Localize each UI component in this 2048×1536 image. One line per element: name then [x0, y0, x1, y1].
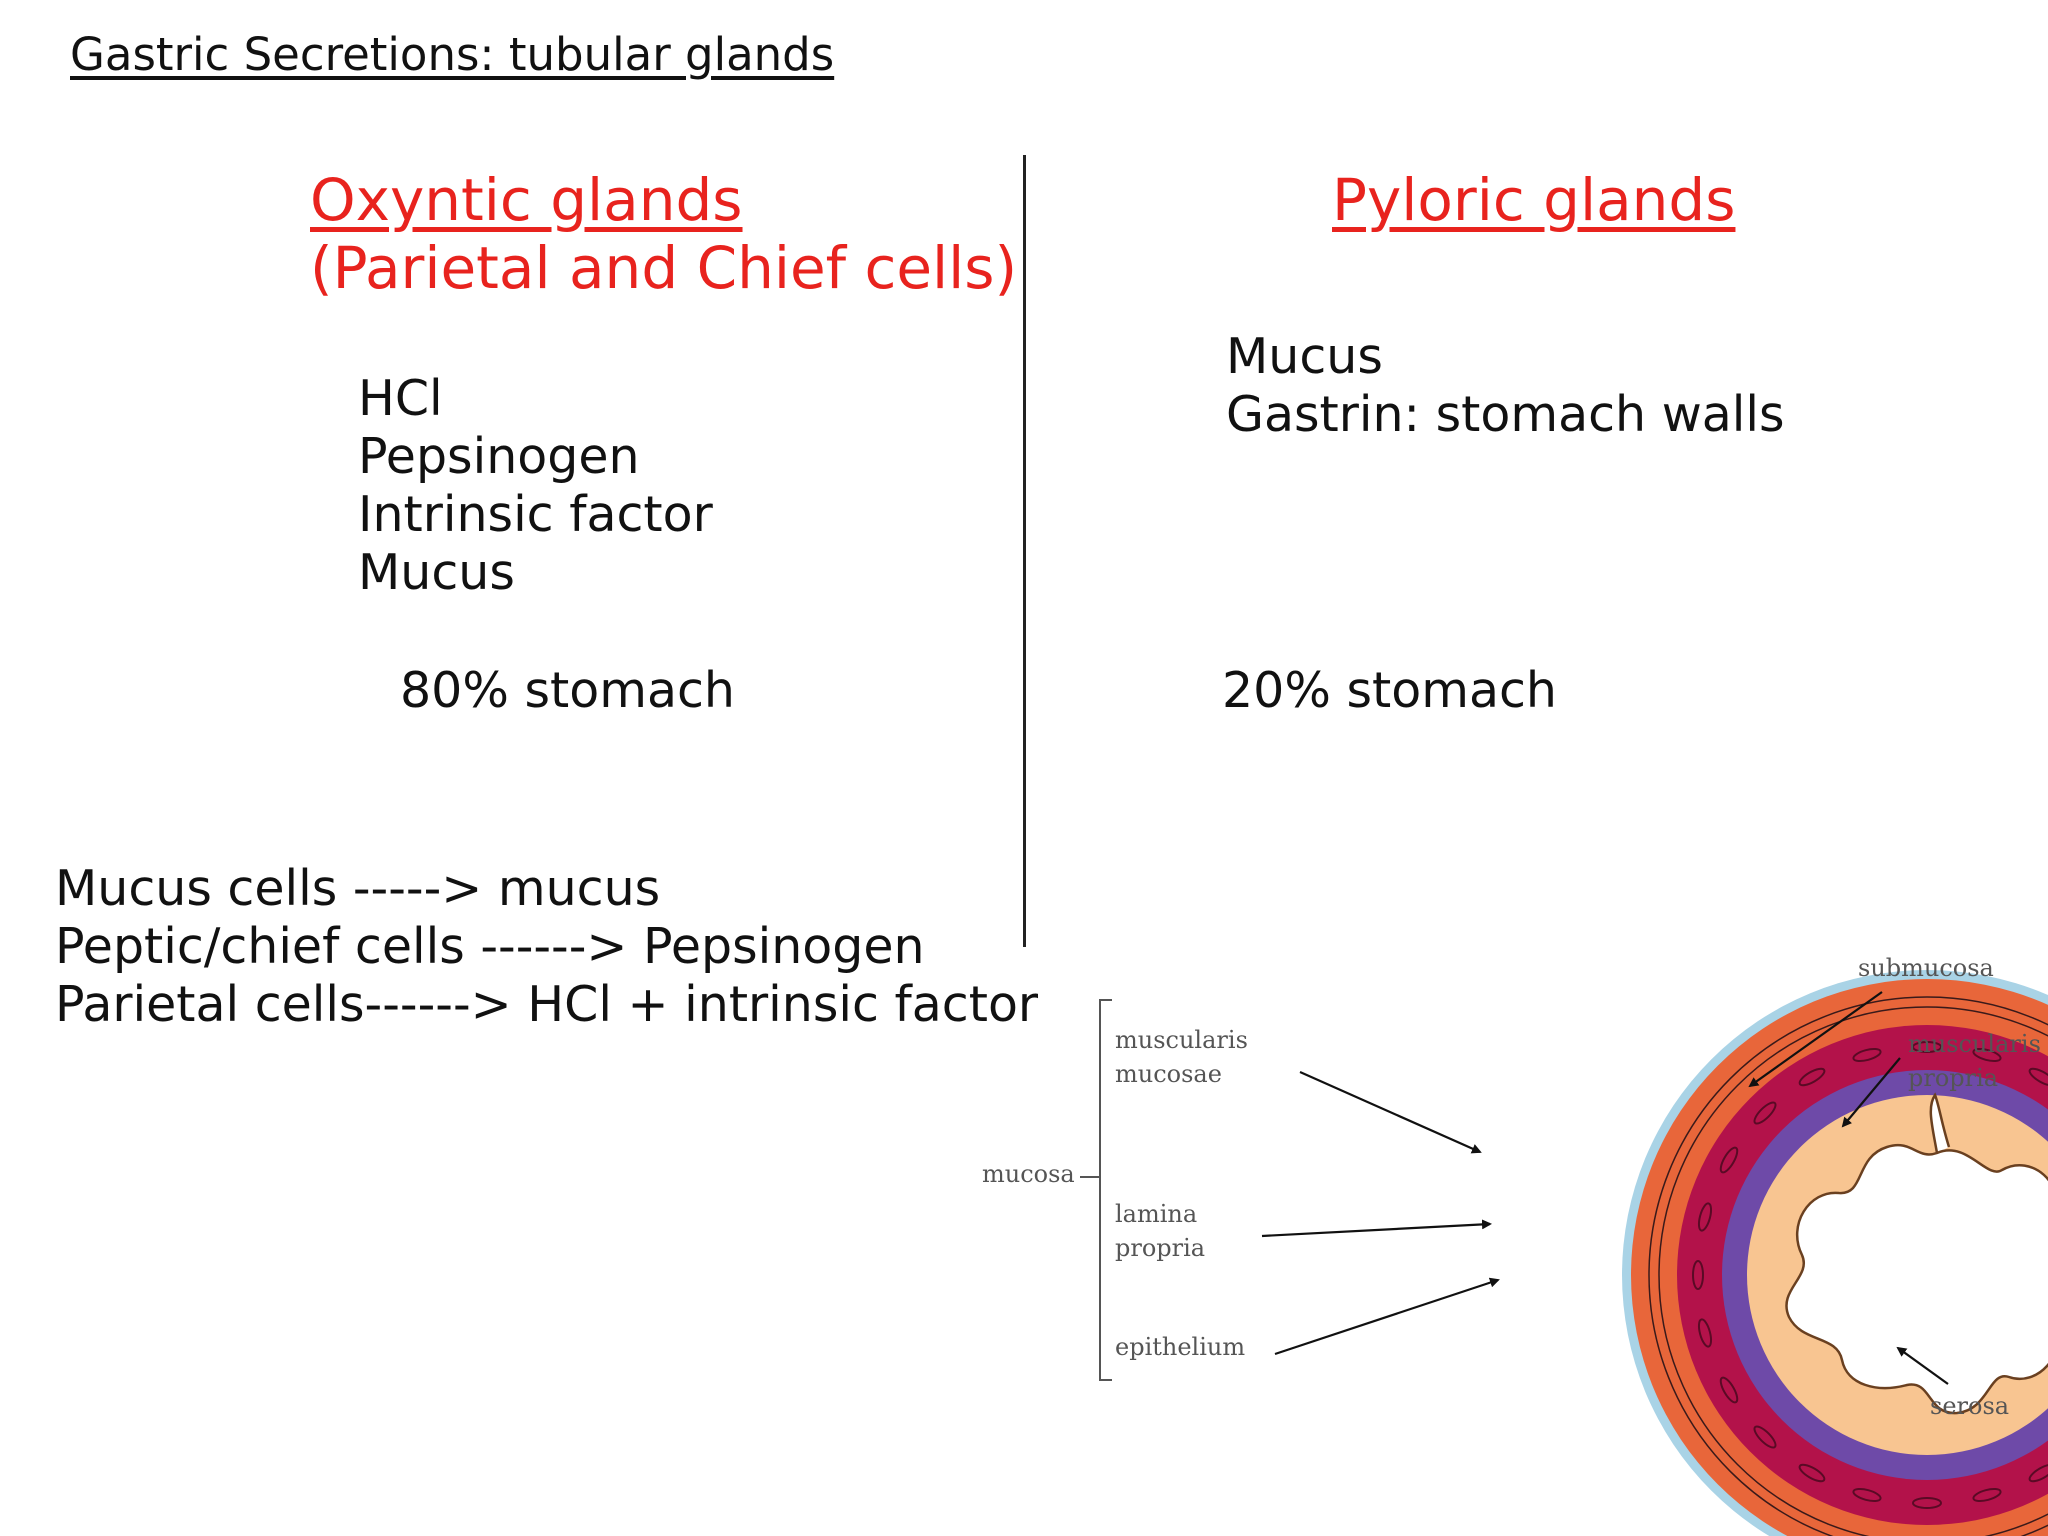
list-item: Gastrin: stomach walls: [1226, 386, 1785, 443]
lamina-propria-label-1: lamina: [1115, 1200, 1197, 1228]
list-item: Mucus cells -----> mucus: [55, 860, 661, 917]
list-item: Parietal cells------> HCl + intrinsic fa…: [55, 976, 1039, 1033]
oxyntic-secretions-list: HCl Pepsinogen Intrinsic factor Mucus: [358, 370, 713, 602]
muscularis-mucosae-label-2: mucosae: [1115, 1060, 1222, 1088]
slide-title: Gastric Secretions: tubular glands: [70, 28, 835, 81]
serosa-label: serosa: [1930, 1392, 2009, 1420]
list-item: Pepsinogen: [358, 428, 640, 485]
serosa-arrow: [1896, 1346, 1949, 1385]
epithelium-label: epithelium: [1115, 1333, 1245, 1361]
cell-products-list: Mucus cells -----> mucus Peptic/chief ce…: [55, 860, 1038, 1034]
list-item: Intrinsic factor: [358, 486, 713, 543]
list-item: HCl: [358, 370, 443, 427]
muscularis-mucosae-arrow: [1299, 1070, 1482, 1154]
submucosa-vessels: [1692, 1041, 2048, 1509]
list-item: Mucus: [1226, 328, 1383, 385]
lamina-propria-label-2: propria: [1115, 1234, 1205, 1262]
muscularis-propria-label-1: muscularis: [1908, 1030, 2041, 1058]
muscularis-mucosae-label-1: muscularis: [1115, 1026, 1248, 1054]
muscularis-propria-arrow: [1841, 1057, 1901, 1128]
pyloric-secretions-list: Mucus Gastrin: stomach walls: [1226, 328, 1785, 444]
epithelium-arrow: [1274, 1277, 1500, 1356]
stomach-wall-diagram: submucosa muscularis propria muscularis …: [982, 954, 2048, 1536]
oxyntic-subtitle: (Parietal and Chief cells): [310, 234, 1018, 302]
mucosa-label: mucosa: [982, 1160, 1075, 1188]
lumen: [1785, 1092, 2048, 1415]
lamina-propria-arrow: [1261, 1219, 1492, 1238]
list-item: Peptic/chief cells ------> Pepsinogen: [55, 918, 925, 975]
list-item: Mucus: [358, 544, 515, 601]
column-divider: [1023, 155, 1026, 947]
oxyntic-title: Oxyntic glands: [310, 166, 743, 234]
pyloric-share: 20% stomach: [1222, 662, 1557, 719]
muscularis-propria-label-2: propria: [1908, 1064, 1998, 1092]
oxyntic-share: 80% stomach: [400, 662, 735, 719]
submucosa-arrow: [1748, 991, 1883, 1088]
mucosa-bracket: [1080, 999, 1112, 1381]
pyloric-title: Pyloric glands: [1332, 166, 1736, 234]
submucosa-label: submucosa: [1858, 954, 1994, 982]
